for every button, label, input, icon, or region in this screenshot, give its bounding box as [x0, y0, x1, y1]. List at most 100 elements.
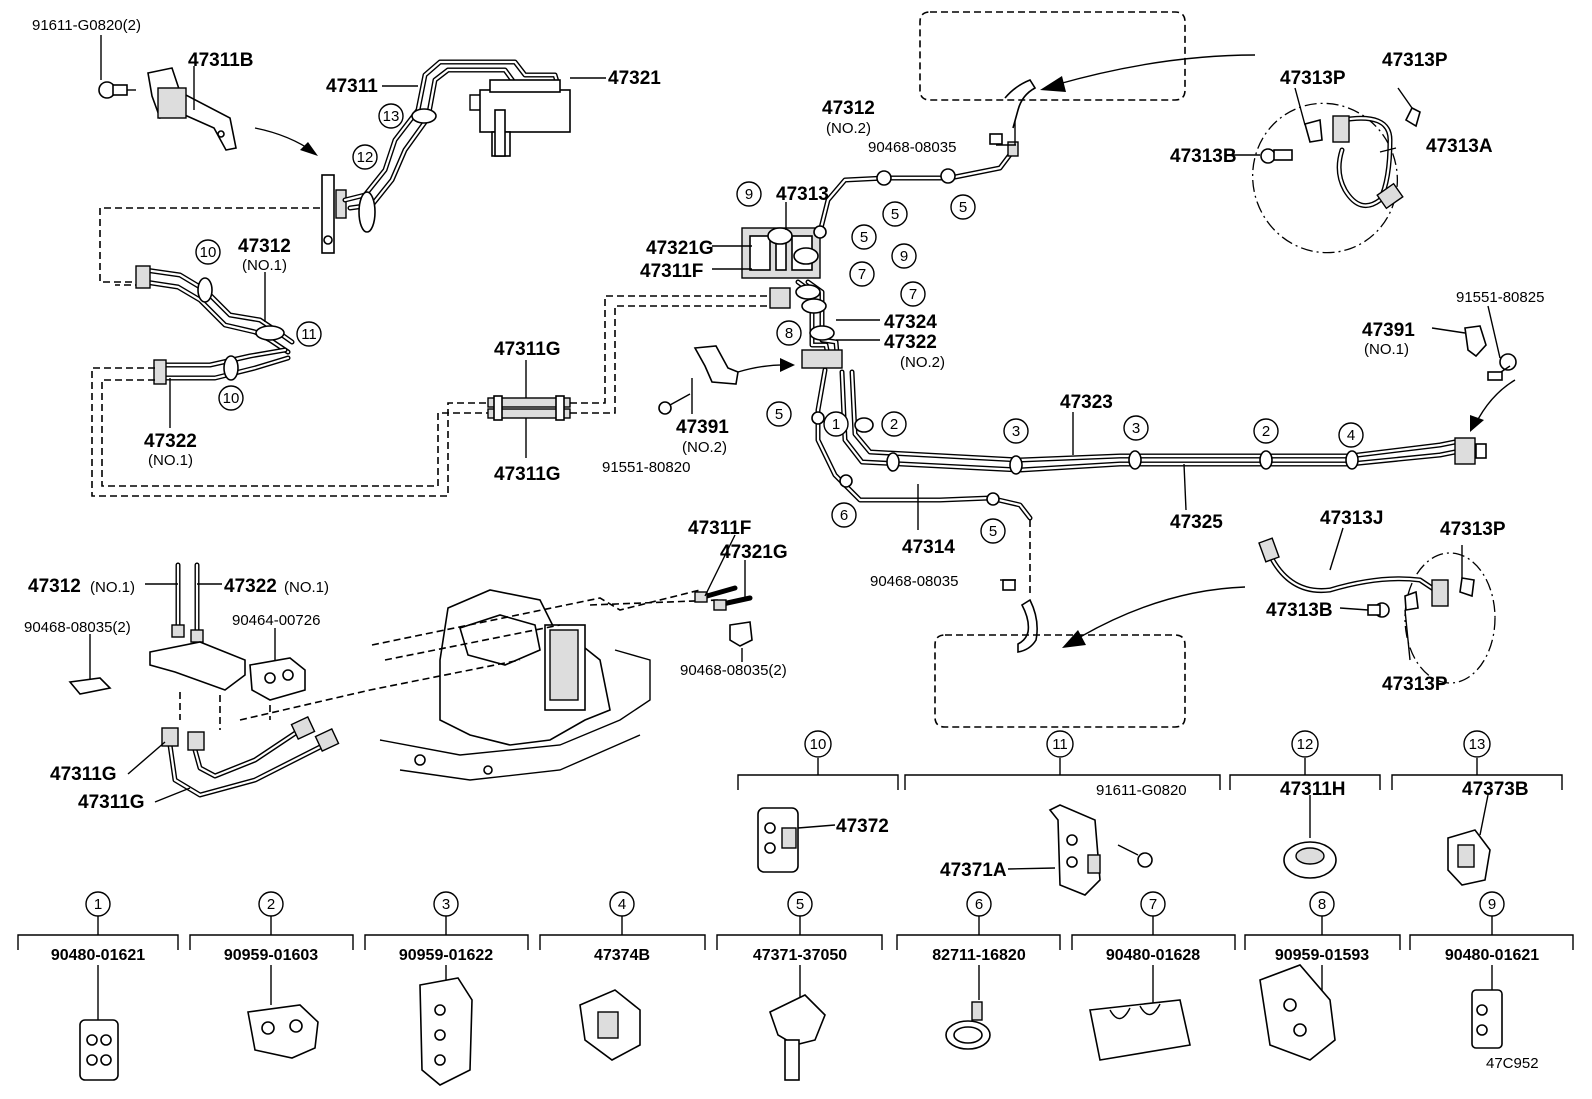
callout-7a: 7: [849, 261, 875, 287]
label-47391-no1: 47391: [1362, 320, 1415, 341]
wheel-box-bottom: [934, 634, 1186, 728]
svg-text:13: 13: [1469, 736, 1486, 753]
svg-text:10: 10: [200, 244, 217, 261]
clip-8: [1259, 964, 1336, 1061]
label-47313p-3: 47313P: [1440, 519, 1506, 540]
callout-5b: 5: [950, 194, 976, 220]
svg-text:8: 8: [785, 325, 793, 342]
label-90468-bottom: 90468-08035: [870, 573, 958, 590]
clip-90468-lower-right: [729, 621, 753, 647]
callout-8: 8: [776, 320, 802, 346]
pipe-47312-no1: [135, 265, 295, 355]
abs-actuator: [379, 589, 651, 781]
label-no2-top: (NO.2): [826, 120, 871, 137]
legend-top-13: 13: [1463, 730, 1491, 758]
clip-bracket-lower: [68, 641, 306, 701]
label-47311f-lower: 47311F: [688, 518, 751, 539]
legend-top-12: 12: [1291, 730, 1319, 758]
label-90464-00726: 90464-00726: [232, 612, 320, 629]
wheel-box-top: [919, 11, 1186, 101]
label-no2-mid: (NO.2): [900, 354, 945, 371]
legend-part-9: 90480-01621: [1445, 947, 1539, 964]
pipes-47311f-47321g: [694, 585, 753, 611]
svg-text:8: 8: [1318, 896, 1326, 913]
callout-13: 13: [378, 103, 404, 129]
label-47373b: 47373B: [1462, 779, 1529, 800]
pipe-47312-no2: [813, 149, 1015, 239]
label-47313j: 47313J: [1320, 508, 1383, 529]
callout-1: 1: [823, 411, 849, 437]
label-47324: 47324: [884, 312, 937, 333]
legend-bottom-brackets: [17, 916, 1574, 950]
callout-5a: 5: [882, 201, 908, 227]
svg-text:5: 5: [891, 206, 899, 223]
clamp-12-mark: [358, 191, 376, 233]
label-no1-47391: (NO.1): [1364, 341, 1409, 358]
label-47311g-b: 47311G: [494, 464, 561, 485]
legend-bottom-leaders: [97, 965, 1493, 1020]
hose-top: [1004, 79, 1037, 129]
label-47314: 47314: [902, 537, 955, 558]
label-47371a: 47371A: [940, 860, 1007, 881]
legend-part-3: 90959-01622: [399, 947, 493, 964]
label-no1-lower: (NO.1): [90, 579, 135, 596]
label-90468-top: 90468-08035: [868, 139, 956, 156]
pipes-vertical-no1: [171, 562, 204, 643]
legend-top-brackets: [737, 758, 1563, 790]
label-91551-80825: 91551-80825: [1456, 289, 1544, 306]
svg-text:5: 5: [959, 199, 967, 216]
label-47312-lower: 47312: [28, 576, 81, 597]
rear-union: [1454, 437, 1487, 465]
svg-text:5: 5: [796, 896, 804, 913]
label-no2-47391: (NO.2): [682, 439, 727, 456]
label-47313a: 47313A: [1426, 136, 1493, 157]
pipe-47314: [811, 367, 1033, 521]
hose-circle-bottom: [1404, 552, 1496, 684]
legend-item-2: 2 90959-01603: [224, 891, 318, 964]
bracket-47311b: [147, 67, 237, 151]
svg-text:11: 11: [1052, 736, 1068, 753]
svg-text:9: 9: [1488, 896, 1496, 913]
label-47313p-2: 47313P: [1382, 50, 1448, 71]
svg-text:11: 11: [301, 326, 317, 343]
callout-4: 4: [1338, 422, 1364, 448]
callout-6: 6: [831, 502, 857, 528]
label-91611-g0820: 91611-G0820: [1096, 782, 1187, 799]
label-47313b-1: 47313B: [1170, 146, 1237, 167]
pipe-47311-upper: [342, 59, 561, 211]
svg-text:5: 5: [989, 523, 997, 540]
legend-part-5: 47371-37050: [753, 947, 847, 964]
clip-5: [769, 994, 826, 1081]
svg-text:3: 3: [1132, 420, 1140, 437]
svg-text:7: 7: [858, 266, 866, 283]
svg-text:13: 13: [383, 108, 400, 125]
clamp-47373b: [1447, 794, 1491, 886]
label-91551-80820: 91551-80820: [602, 459, 690, 476]
legend-item-4: 4 47374B: [594, 891, 650, 964]
svg-text:1: 1: [94, 896, 102, 913]
svg-text:9: 9: [745, 186, 753, 203]
svg-text:7: 7: [1149, 896, 1157, 913]
legend-item-8: 8 90959-01593: [1275, 891, 1369, 964]
callout-9a: 9: [736, 181, 762, 207]
label-47312-left: 47312: [238, 236, 291, 257]
route-dash-lower-left: [91, 367, 488, 497]
callout-3a: 3: [1003, 418, 1029, 444]
pipe-47323-47325: [839, 369, 1458, 475]
label-47312-top: 47312: [822, 98, 875, 119]
master-cylinder: [469, 79, 571, 157]
svg-text:12: 12: [1297, 736, 1314, 753]
arrow-bracket: [254, 127, 318, 156]
union-bottom: [1002, 579, 1038, 653]
legend-top-10: 10: [804, 730, 832, 758]
clamp-47371a: [1007, 804, 1153, 896]
svg-text:4: 4: [1347, 427, 1355, 444]
hose-circle-top: [1251, 102, 1399, 254]
clip-9: [1471, 989, 1503, 1049]
junction-block: [741, 227, 843, 369]
legend-item-5: 5 47371-37050: [753, 891, 847, 964]
svg-text:10: 10: [223, 390, 240, 407]
legend-item-3: 3 90959-01622: [399, 891, 493, 964]
legend-item-9: 9 90480-01621: [1445, 891, 1539, 964]
